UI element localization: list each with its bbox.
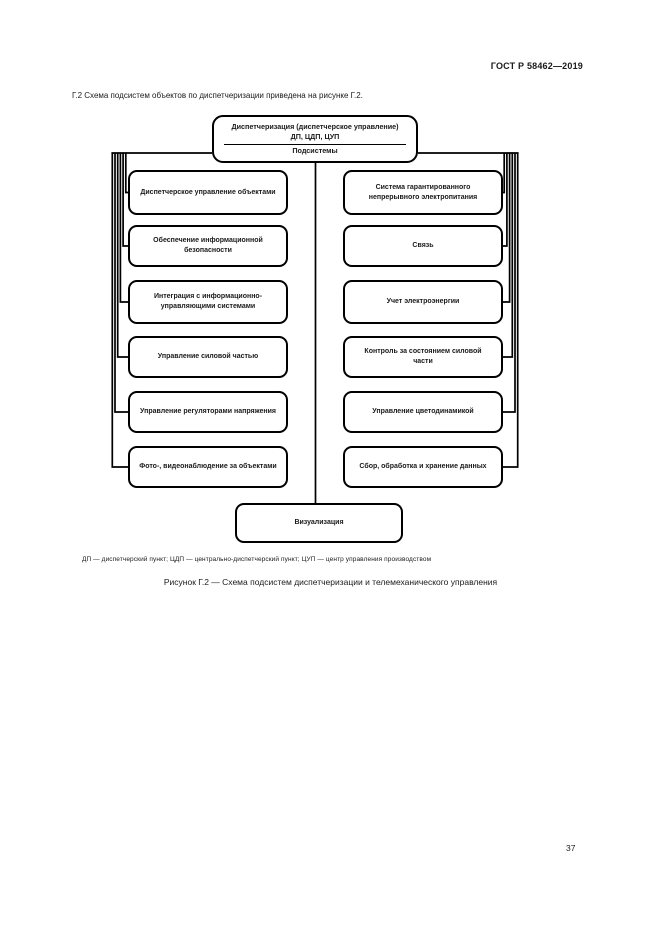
diagram-node-data-collection-storage: Сбор, обработка и хранение данных: [343, 446, 503, 488]
standard-number-header: ГОСТ Р 58462—2019: [490, 61, 583, 71]
node-label: Управление силовой частью: [157, 353, 259, 361]
node-label: Система гарантированного непрерывного эл…: [368, 183, 478, 201]
node-label: Сбор, обработка и хранение данных: [359, 463, 487, 471]
diagram-node-visualization: Визуализация: [235, 503, 403, 543]
node-label: Управление цветодинамикой: [372, 408, 474, 416]
root-subtitle: Подсистемы: [292, 146, 338, 156]
diagram-node-information-security: Обеспечение информационной безопасности: [128, 225, 288, 267]
node-label: Связь: [412, 242, 434, 250]
diagram-node-uninterrupted-power: Система гарантированного непрерывного эл…: [343, 170, 503, 215]
node-label: Обеспечение информационной безопасности: [153, 237, 263, 254]
diagram-node-root: Диспетчеризация (диспетчерское управлени…: [212, 115, 418, 163]
node-label: Контроль за состоянием силовой части: [364, 348, 482, 365]
diagram-node-power-part-monitoring: Контроль за состоянием силовой части: [343, 336, 503, 378]
diagram-node-communication: Связь: [343, 225, 503, 267]
node-label: Управление регуляторами напряжения: [140, 408, 276, 416]
node-label: Диспетчерское управление объектами: [140, 188, 276, 196]
node-label: Визуализация: [294, 519, 344, 527]
root-title-line1: Диспетчеризация (диспетчерское управлени…: [231, 121, 399, 131]
node-label: Учет электроэнергии: [386, 298, 460, 306]
node-label: Фото-, видеонаблюдение за объектами: [139, 463, 277, 471]
abbreviations-footnote: ДП — диспетчерский пункт; ЦДП — централь…: [82, 556, 432, 563]
intro-paragraph: Г.2 Схема подсистем объектов по диспетче…: [72, 91, 363, 100]
diagram-node-power-part-control: Управление силовой частью: [128, 336, 288, 378]
diagram-node-voltage-regulators: Управление регуляторами напряжения: [128, 391, 288, 433]
root-title-line2: ДП, ЦДП, ЦУП: [290, 131, 340, 141]
diagram-node-color-dynamics: Управление цветодинамикой: [343, 391, 503, 433]
diagram-node-integration-systems: Интеграция с информационно-управляющими …: [128, 280, 288, 324]
figure-caption: Рисунок Г.2 — Схема подсистем диспетчери…: [163, 577, 498, 587]
diagram-node-photo-video-surveillance: Фото-, видеонаблюдение за объектами: [128, 446, 288, 488]
page-number: 37: [566, 843, 576, 853]
root-divider-line: [223, 143, 407, 145]
diagram-node-electricity-metering: Учет электроэнергии: [343, 280, 503, 324]
diagram-node-dispatch-control: Диспетчерское управление объектами: [128, 170, 288, 215]
node-label: Интеграция с информационно-управляющими …: [153, 293, 263, 310]
